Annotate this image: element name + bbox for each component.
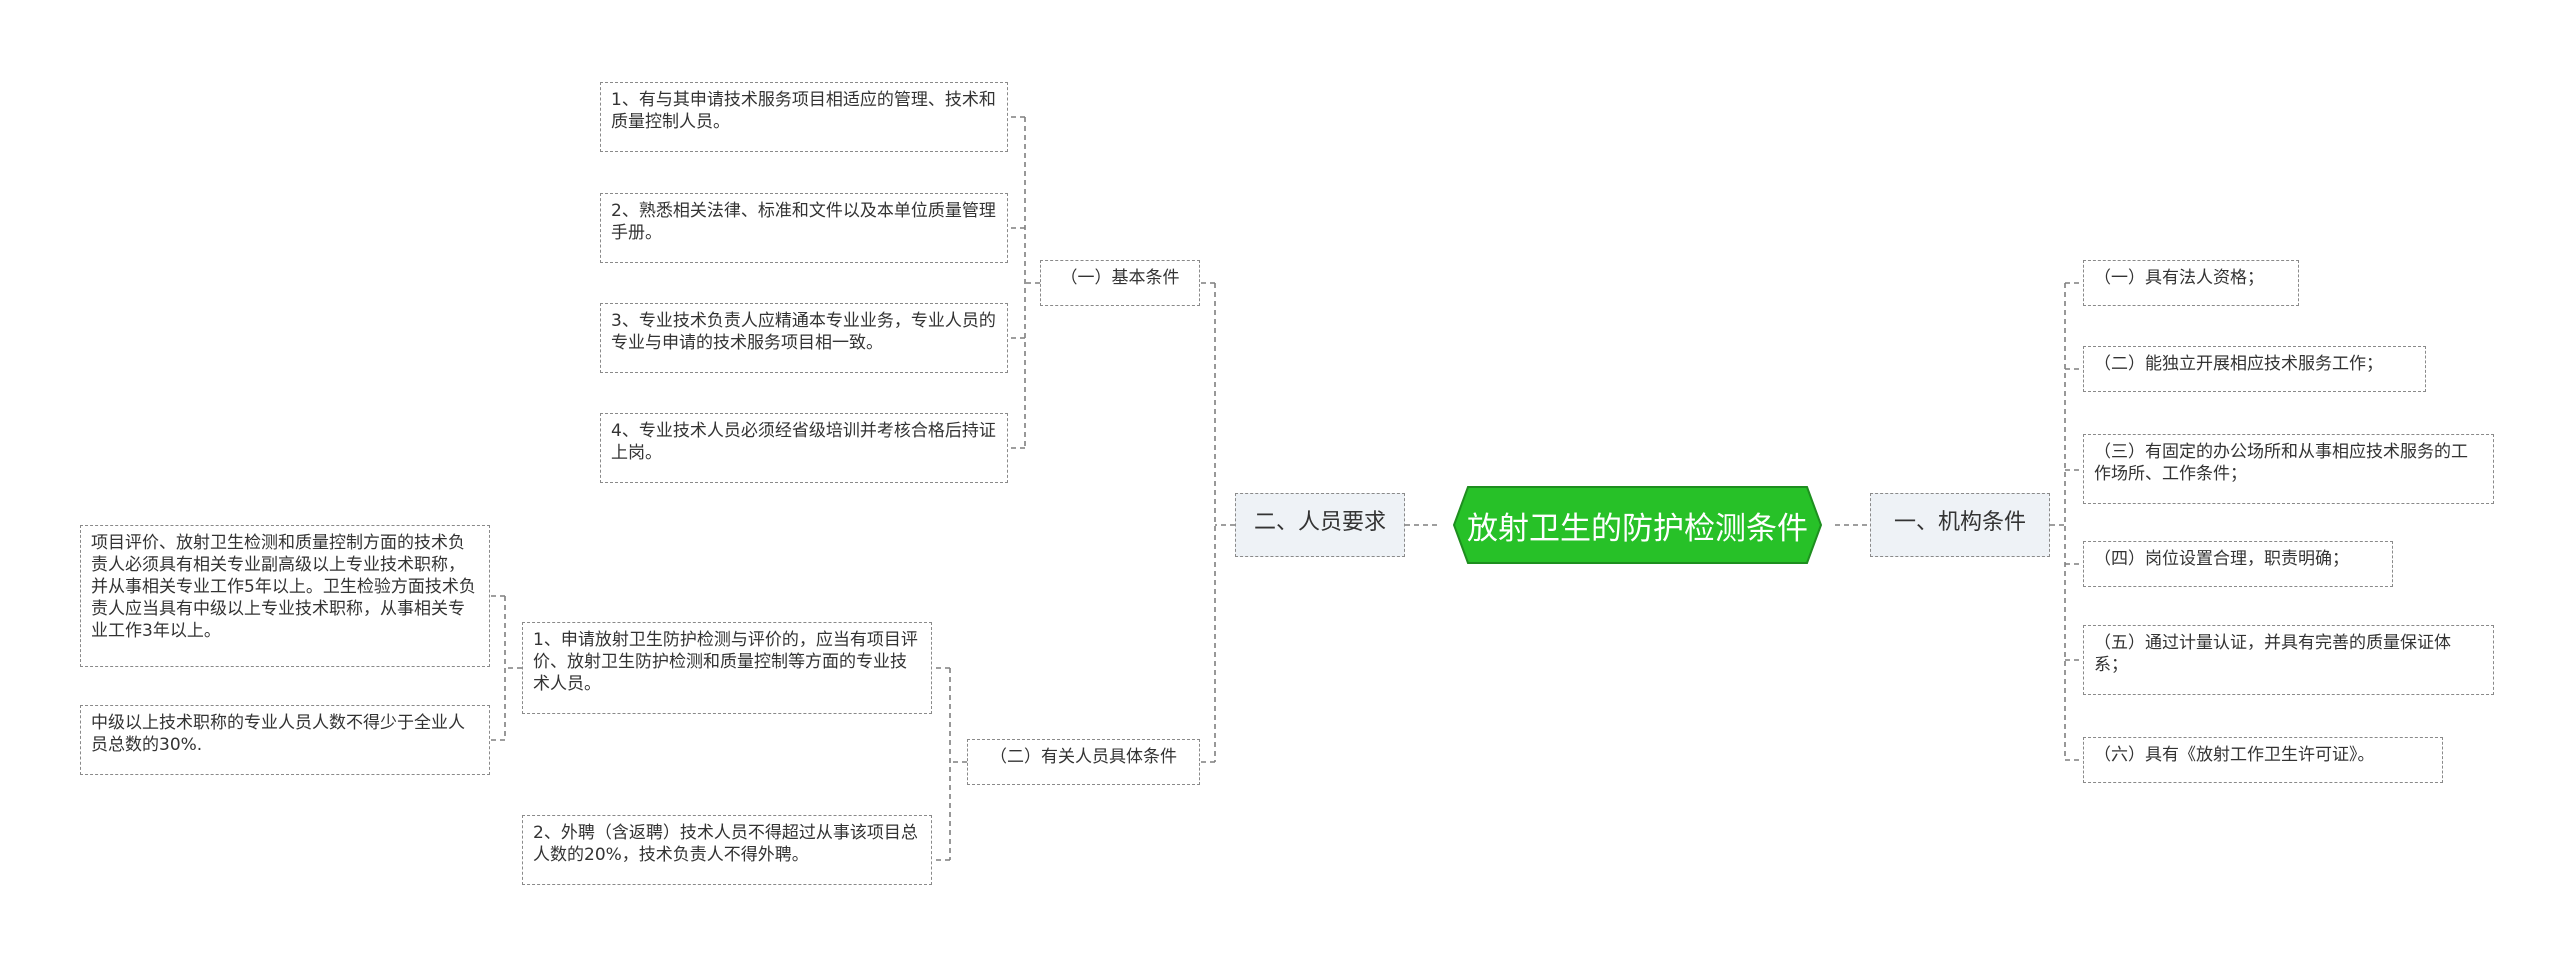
sub-branch-basic-conditions[interactable]: （一）基本条件 [1040, 260, 1200, 306]
basic-item-3[interactable]: 3、专业技术负责人应精通本专业业务，专业人员的专业与申请的技术服务项目相一致。 [600, 303, 1008, 373]
branch-institution-conditions[interactable]: 一、机构条件 [1870, 493, 2050, 557]
specific-item-1-detail-1[interactable]: 项目评价、放射卫生检测和质量控制方面的技术负责人必须具有相关专业副高级以上专业技… [80, 525, 490, 667]
basic-item-2[interactable]: 2、熟悉相关法律、标准和文件以及本单位质量管理手册。 [600, 193, 1008, 263]
specific-item-2[interactable]: 2、外聘（含返聘）技术人员不得超过从事该项目总人数的20%，技术负责人不得外聘。 [522, 815, 932, 885]
root-hexagon [1452, 486, 1823, 564]
institution-item-3[interactable]: （三）有固定的办公场所和从事相应技术服务的工作场所、工作条件； [2083, 434, 2494, 504]
root-title: 放射卫生的防护检测条件 [1467, 510, 1808, 547]
basic-item-1[interactable]: 1、有与其申请技术服务项目相适应的管理、技术和质量控制人员。 [600, 82, 1008, 152]
institution-item-4[interactable]: （四）岗位设置合理，职责明确； [2083, 541, 2393, 587]
specific-item-1-detail-2[interactable]: 中级以上技术职称的专业人员人数不得少于全业人员总数的30%. [80, 705, 490, 775]
specific-item-1[interactable]: 1、申请放射卫生防护检测与评价的，应当有项目评价、放射卫生防护检测和质量控制等方… [522, 622, 932, 714]
institution-item-5[interactable]: （五）通过计量认证，并具有完善的质量保证体系； [2083, 625, 2494, 695]
sub-branch-specific-conditions[interactable]: （二）有关人员具体条件 [967, 739, 1200, 785]
branch-personnel-requirements[interactable]: 二、人员要求 [1235, 493, 1405, 557]
institution-item-2[interactable]: （二）能独立开展相应技术服务工作； [2083, 346, 2426, 392]
root-topic[interactable]: 放射卫生的防护检测条件 [1440, 485, 1835, 565]
institution-item-6[interactable]: （六）具有《放射工作卫生许可证》。 [2083, 737, 2443, 783]
institution-item-1[interactable]: （一）具有法人资格； [2083, 260, 2299, 306]
basic-item-4[interactable]: 4、专业技术人员必须经省级培训并考核合格后持证上岗。 [600, 413, 1008, 483]
